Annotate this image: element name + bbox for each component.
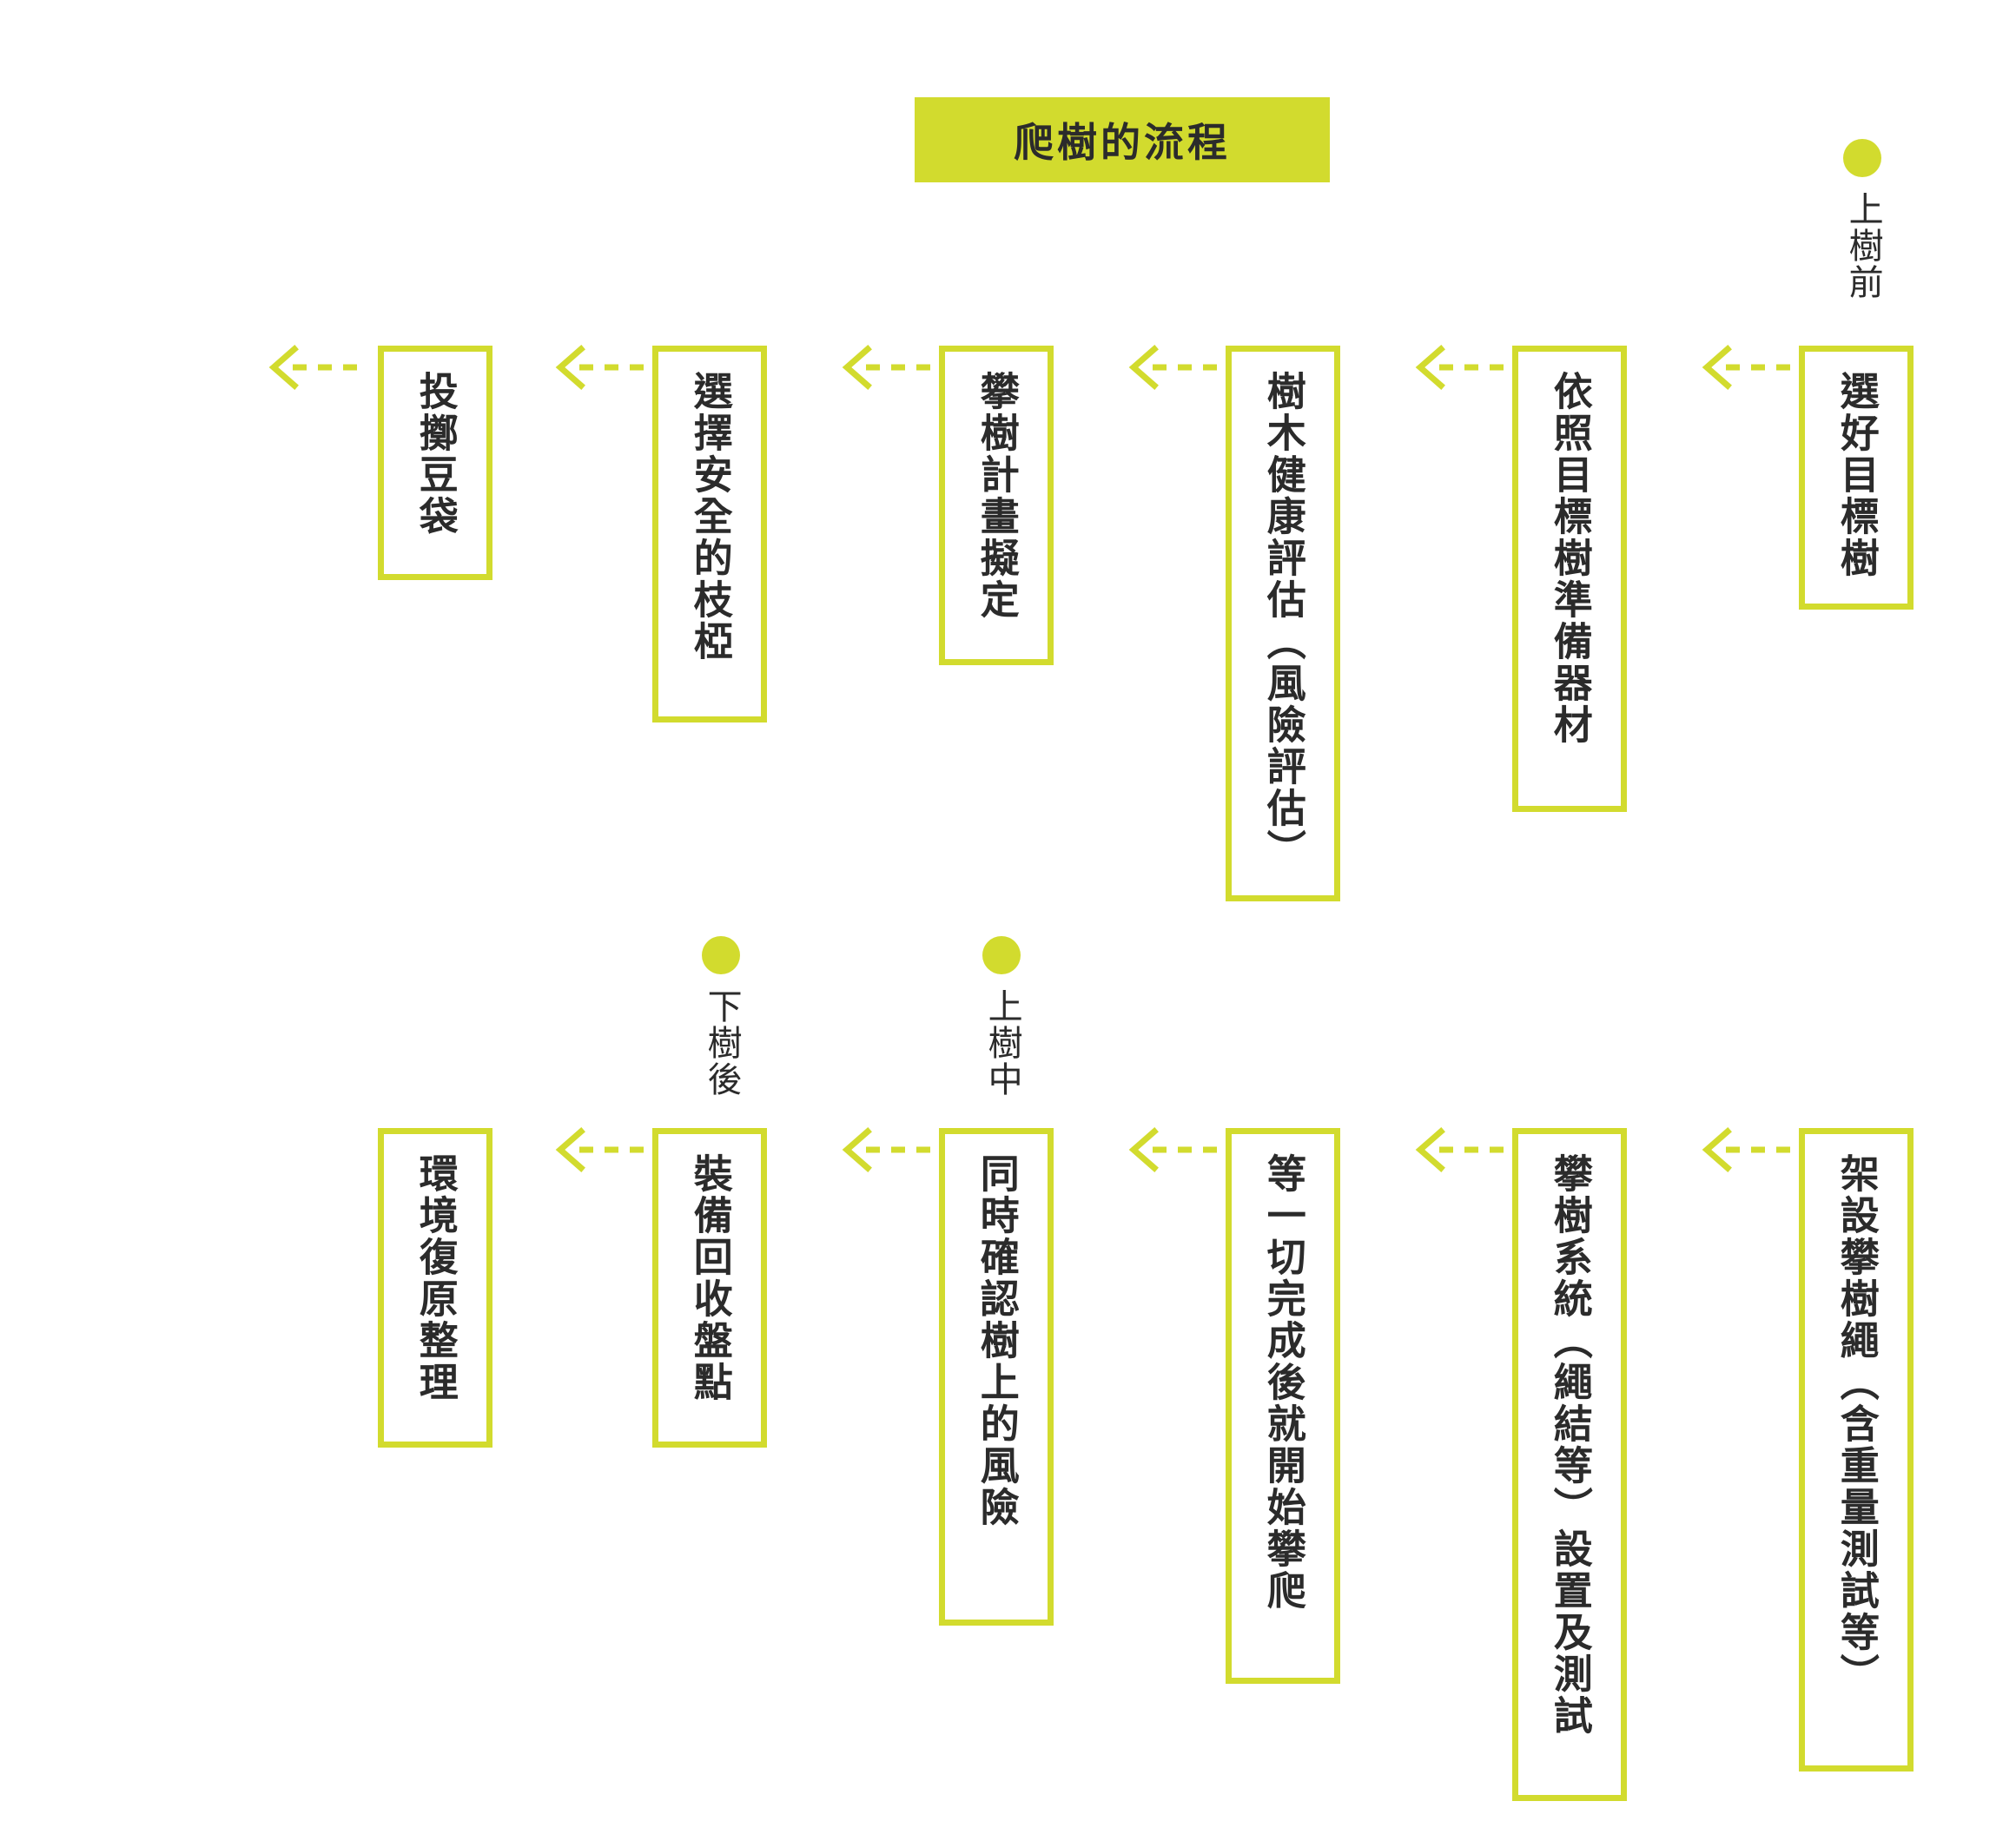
step-label-4: 攀樹計畫擬定 <box>974 371 1019 621</box>
phase-marker-after: 下樹後 <box>702 936 741 1098</box>
step-box-8[interactable]: 攀樹系統（繩結等）設置及測試 <box>1512 1128 1627 1801</box>
dashed-left-arrow-icon-2 <box>1415 344 1517 391</box>
phase-marker-during: 上樹中 <box>982 936 1021 1098</box>
dashed-left-arrow-icon-9 <box>1128 1126 1231 1173</box>
step-label-1: 選好目標樹 <box>1834 371 1879 579</box>
phase-label-during: 上樹中 <box>982 988 1021 1098</box>
step-box-3[interactable]: 樹木健康評估（風險評估） <box>1226 346 1340 901</box>
step-label-6: 投擲豆袋 <box>413 371 458 538</box>
step-box-11[interactable]: 裝備回收盤點 <box>652 1128 767 1448</box>
step-label-2: 依照目標樹準備器材 <box>1547 371 1592 746</box>
step-box-6[interactable]: 投擲豆袋 <box>378 346 492 580</box>
phase-label-before: 上樹前 <box>1843 191 1882 300</box>
step-label-9: 等一切完成後就開始攀爬 <box>1260 1153 1305 1612</box>
step-label-3: 樹木健康評估（風險評估） <box>1260 371 1305 871</box>
dot-marker-icon <box>1843 139 1881 177</box>
page-title: 爬樹的流程 <box>1014 120 1231 165</box>
dashed-left-arrow-icon-11 <box>555 1126 658 1173</box>
step-label-12: 環境復原整理 <box>413 1153 458 1403</box>
dashed-left-arrow-icon-5 <box>555 344 658 391</box>
dashed-left-arrow-icon-10 <box>842 1126 944 1173</box>
dashed-left-arrow-icon-3 <box>1128 344 1231 391</box>
dot-marker-icon <box>982 936 1021 974</box>
phase-label-after: 下樹後 <box>702 988 741 1098</box>
dashed-left-arrow-icon-4 <box>842 344 944 391</box>
step-label-8: 攀樹系統（繩結等）設置及測試 <box>1547 1153 1592 1737</box>
step-box-1[interactable]: 選好目標樹 <box>1799 346 1914 610</box>
dashed-left-arrow-icon-7 <box>1702 1126 1804 1173</box>
phase-marker-before: 上樹前 <box>1843 139 1882 300</box>
dashed-left-arrow-icon-6 <box>268 344 371 391</box>
dashed-left-arrow-icon-8 <box>1415 1126 1517 1173</box>
dot-marker-icon <box>702 936 740 974</box>
step-label-5: 選擇安全的枝椏 <box>687 371 732 663</box>
step-box-4[interactable]: 攀樹計畫擬定 <box>939 346 1054 665</box>
dashed-left-arrow-icon-1 <box>1702 344 1804 391</box>
step-label-11: 裝備回收盤點 <box>687 1153 732 1403</box>
step-box-12[interactable]: 環境復原整理 <box>378 1128 492 1448</box>
step-box-7[interactable]: 架設攀樹繩（含重量測試等） <box>1799 1128 1914 1772</box>
step-box-9[interactable]: 等一切完成後就開始攀爬 <box>1226 1128 1340 1684</box>
step-box-5[interactable]: 選擇安全的枝椏 <box>652 346 767 722</box>
step-label-7: 架設攀樹繩（含重量測試等） <box>1834 1153 1879 1695</box>
step-label-10: 同時確認樹上的風險 <box>974 1153 1019 1528</box>
page-title-banner: 爬樹的流程 <box>915 97 1330 182</box>
step-box-2[interactable]: 依照目標樹準備器材 <box>1512 346 1627 812</box>
step-box-10[interactable]: 同時確認樹上的風險 <box>939 1128 1054 1626</box>
